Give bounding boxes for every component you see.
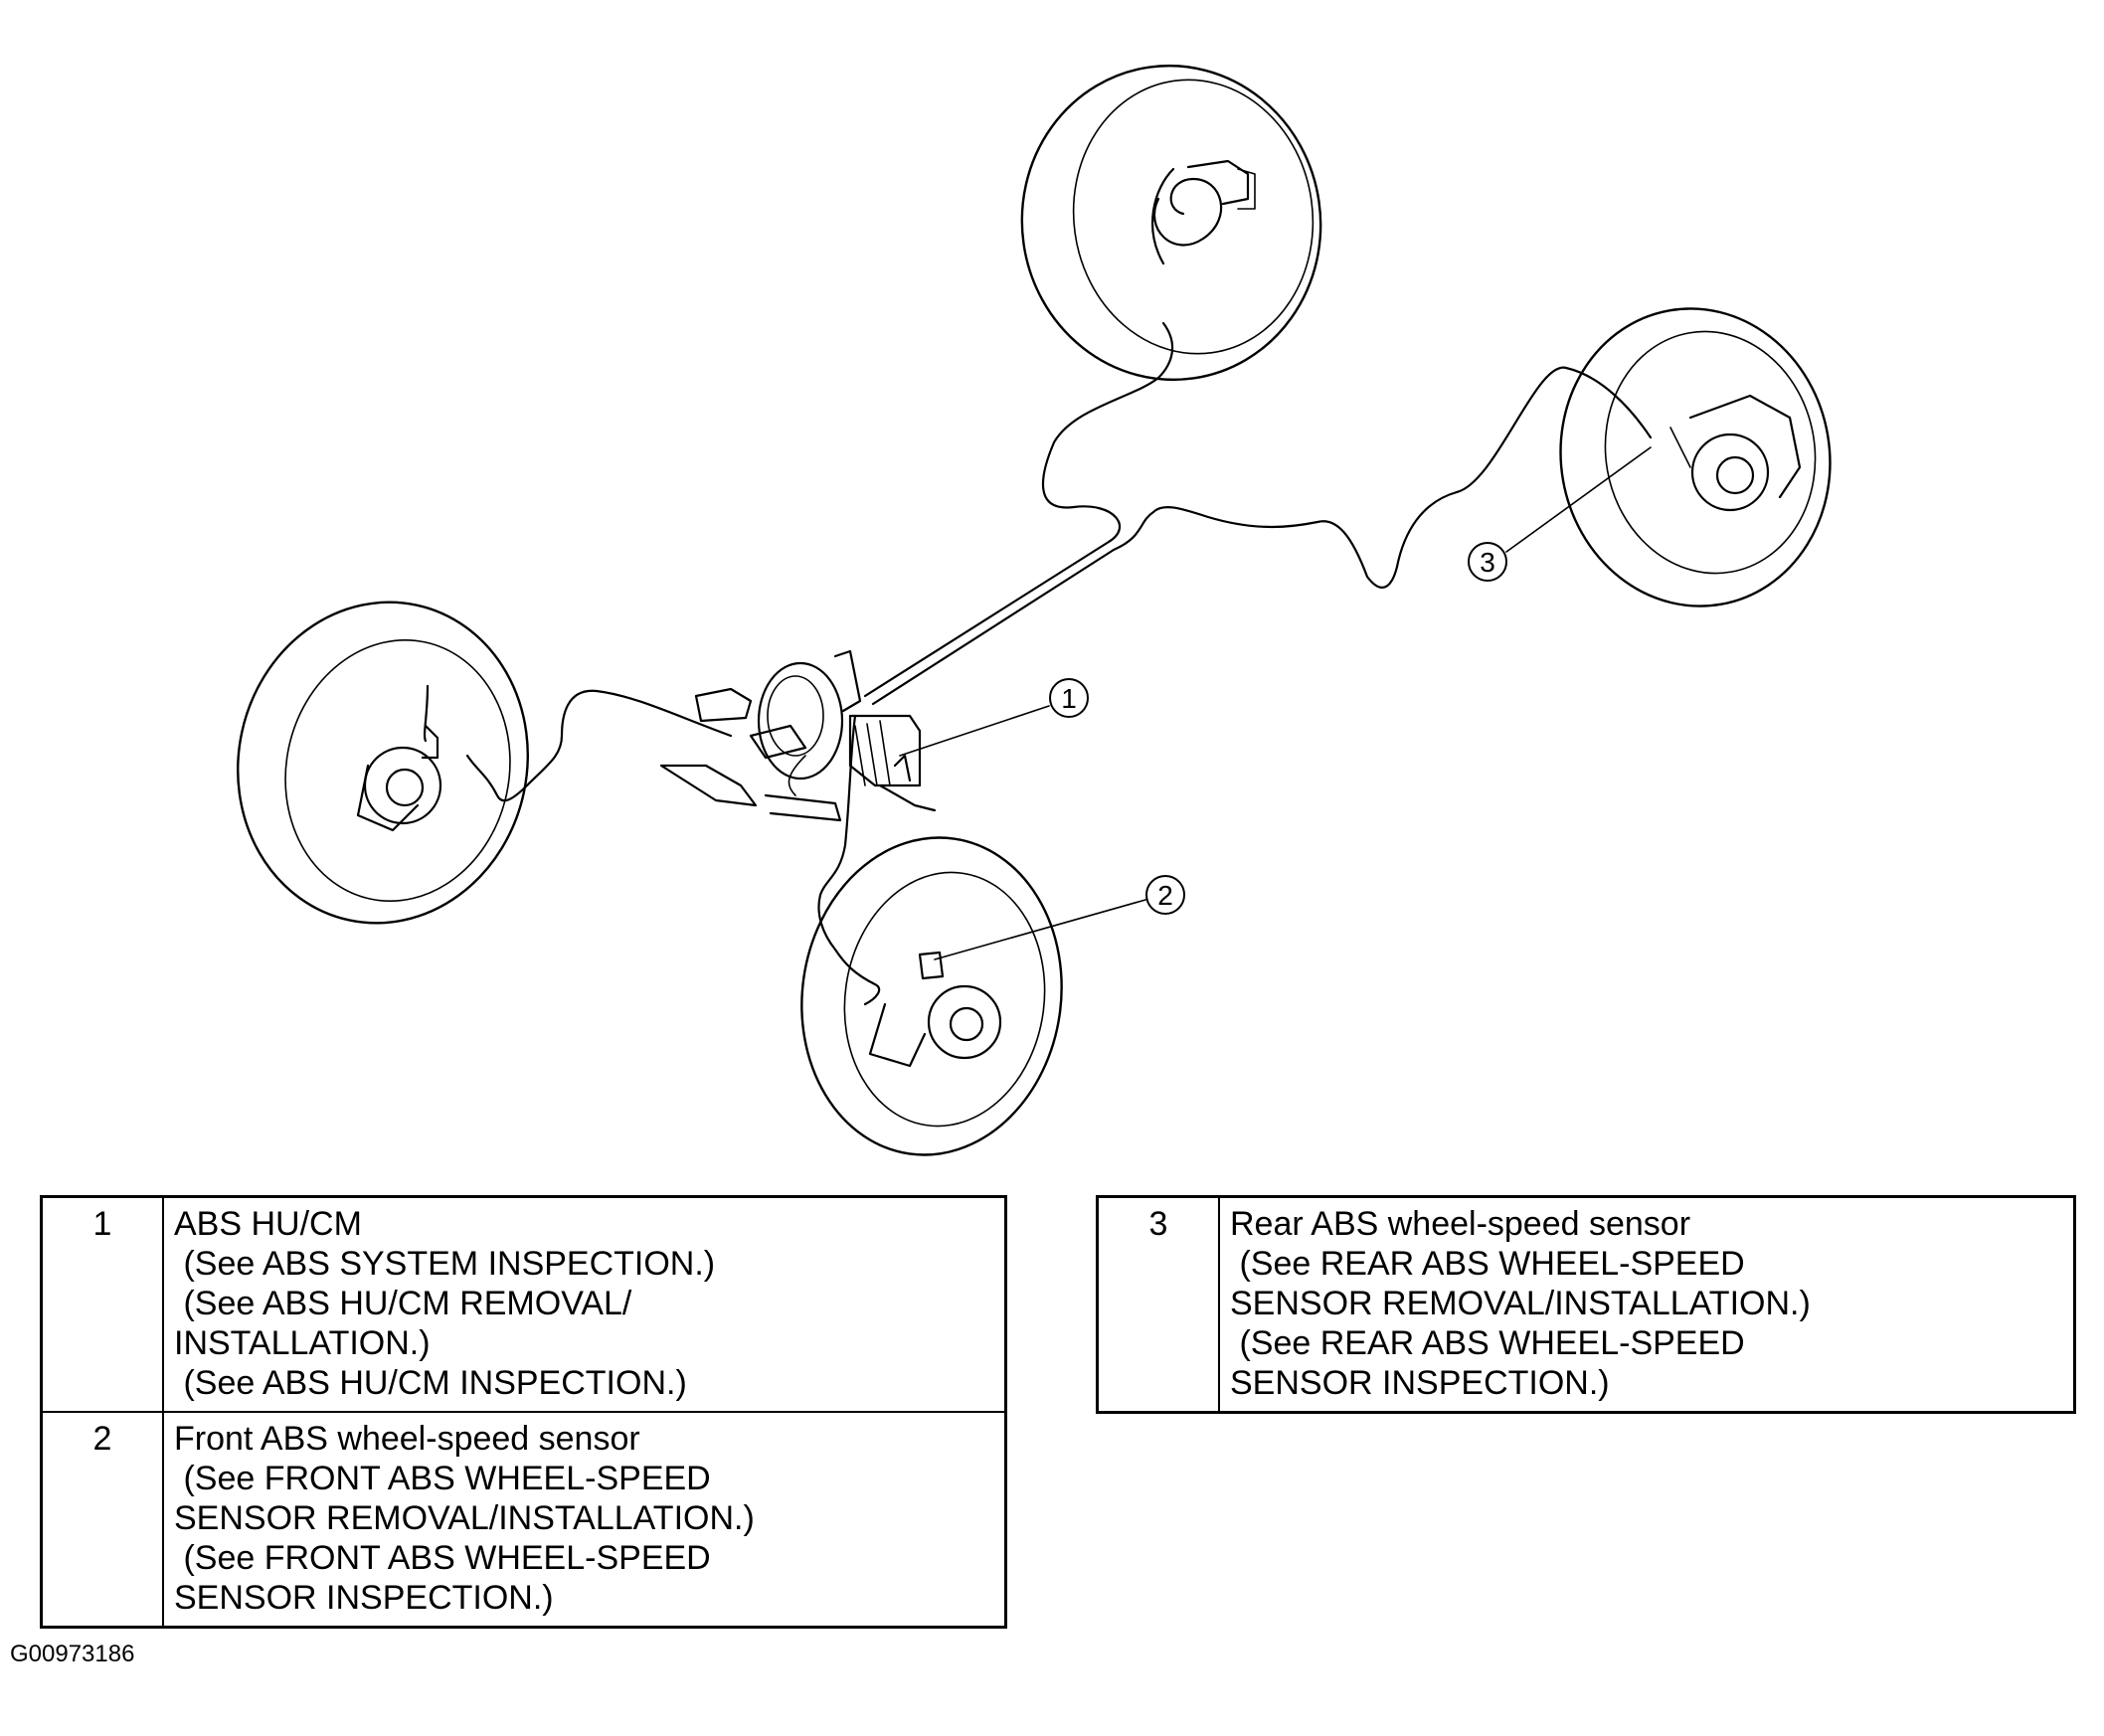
legend-description: Rear ABS wheel-speed sensor (See REAR AB… [1218, 1195, 2076, 1414]
callout-2: 2 [1145, 875, 1185, 915]
legend-table-left: 1 ABS HU/CM (See ABS SYSTEM INSPECTION.)… [40, 1195, 1007, 1629]
brake-lines [465, 321, 1653, 1006]
callout-leaders [899, 446, 1652, 960]
table-row: 3 Rear ABS wheel-speed sensor (See REAR … [1096, 1195, 2076, 1414]
front-left-wheel [237, 601, 529, 925]
rear-left-wheel [1020, 64, 1322, 382]
callout-2-label: 2 [1157, 880, 1173, 911]
figure-id: G00973186 [10, 1641, 135, 1667]
table-row: 2 Front ABS wheel-speed sensor (See FRON… [40, 1411, 1007, 1629]
table-row: 1 ABS HU/CM (See ABS SYSTEM INSPECTION.)… [40, 1195, 1007, 1413]
rear-right-wheel [1559, 307, 1832, 608]
abs-system-diagram: 1 2 3 [237, 64, 1832, 1156]
callout-3-label: 3 [1480, 547, 1495, 578]
legend-number: 2 [40, 1411, 164, 1629]
legend-number: 3 [1096, 1195, 1220, 1414]
legend-description: Front ABS wheel-speed sensor (See FRONT … [162, 1411, 1007, 1629]
callout-1-label: 1 [1061, 683, 1077, 714]
legend-number: 1 [40, 1195, 164, 1413]
callout-1: 1 [1049, 678, 1089, 718]
callout-3: 3 [1468, 542, 1507, 582]
legend-description: ABS HU/CM (See ABS SYSTEM INSPECTION.) (… [162, 1195, 1007, 1413]
legend-table-right: 3 Rear ABS wheel-speed sensor (See REAR … [1096, 1195, 2076, 1414]
abs-hucm-assembly [659, 649, 937, 822]
front-right-wheel [800, 836, 1063, 1156]
